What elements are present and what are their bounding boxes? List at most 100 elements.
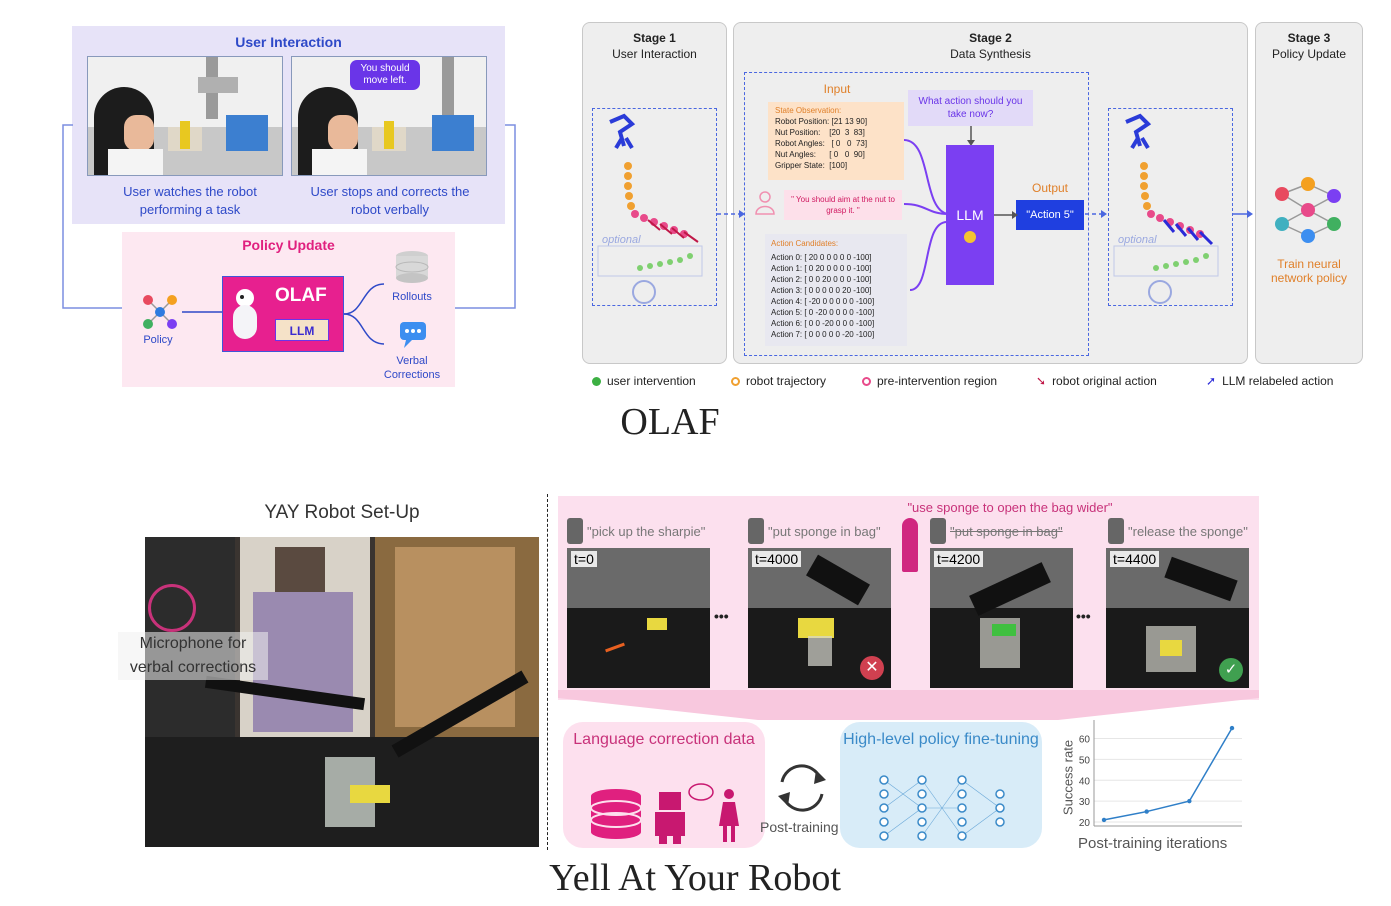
output-value-box: "Action 5"	[1016, 200, 1084, 230]
rollouts-label: Rollouts	[392, 291, 432, 303]
y-axis-label: Success rate	[1060, 739, 1076, 816]
robot-icon-2	[748, 518, 764, 544]
red-arrow-icon: ➘	[1036, 374, 1047, 388]
input-label: Input	[823, 82, 851, 96]
caption-user-watches: User watches the robot performing a task	[123, 184, 257, 217]
stage-connector-arrows	[717, 210, 1253, 218]
stage1-dashed-region	[592, 108, 717, 306]
highlevel-policy-label: High-level policy fine-tuning	[843, 731, 1039, 748]
timestep-2: t=4200	[934, 551, 984, 567]
olaf-loop-connectors	[62, 124, 516, 309]
policy-network-icon	[143, 295, 177, 329]
language-correction-label: Language correction data	[573, 731, 755, 748]
question-box: What action should you take now?	[908, 90, 1033, 126]
stage2-title: Stage 2	[969, 31, 1012, 45]
ellipsis-2: •••	[1076, 608, 1091, 624]
action-row-3: Action 3: [ 0 0 0 0 0 20 -100]	[771, 286, 872, 295]
olaf-character-icon	[231, 289, 259, 341]
action-candidates-box: Action Candidates: Action 0: [ 20 0 0 0 …	[765, 234, 907, 346]
action-row-6: Action 6: [ 0 0 -20 0 0 0 -100]	[771, 319, 875, 328]
state-row-1: Nut Position: [20 3 83]	[775, 128, 865, 137]
optional-label-right: optional	[1118, 234, 1157, 246]
post-training-label: Post-training	[760, 819, 839, 835]
olaf-branches	[344, 283, 385, 345]
action-row-0: Action 0: [ 20 0 0 0 0 0 -100]	[771, 253, 872, 262]
fail-x-icon: ✕	[860, 656, 884, 680]
output-label: Output	[1031, 181, 1069, 195]
microphone-label: Microphone for verbal corrections	[118, 632, 268, 680]
chat-bubble-icon	[400, 322, 426, 348]
legend-robot-original: ➘robot original action	[1036, 374, 1157, 388]
cycle-arrows-icon	[778, 764, 826, 812]
legend-user-intervention: user intervention	[592, 374, 696, 388]
y-tick-label: 60	[1079, 735, 1091, 746]
action-row-1: Action 1: [ 0 20 0 0 0 0 -100]	[771, 264, 872, 273]
x-axis-label: Post-training iterations	[1078, 835, 1228, 852]
action-candidates-title: Action Candidates:	[771, 239, 839, 248]
action-row-5: Action 5: [ 0 -20 0 0 0 0 -100]	[771, 308, 875, 317]
state-row-2: Robot Angles: [ 0 0 73]	[775, 139, 868, 148]
olaf-caption: OLAF	[620, 401, 720, 443]
y-tick-label: 50	[1079, 755, 1091, 766]
stage3-subtitle: Policy Update	[1271, 47, 1347, 61]
timestep-0: t=0	[571, 551, 597, 567]
speech-bubble: You should move left.	[350, 60, 420, 90]
llm-box: LLM	[946, 145, 994, 285]
train-network-label: Train neural network policy	[1270, 257, 1348, 285]
user-icon	[755, 191, 775, 215]
optional-label-left: optional	[602, 234, 641, 246]
question-arrow	[967, 126, 975, 146]
state-observation-title: State Observation:	[775, 106, 842, 115]
blue-arrow-icon: ➚	[1206, 374, 1217, 388]
green-dot-icon	[592, 377, 601, 386]
caption-user-stops: User stops and corrects the robot verbal…	[310, 184, 470, 217]
instruction-0: "pick up the sharpie"	[587, 524, 706, 539]
policy-label: Policy	[143, 334, 173, 346]
data-point	[1229, 725, 1235, 731]
stage3-title: Stage 3	[1287, 31, 1331, 45]
robot-speaking-icon	[655, 783, 739, 844]
database-stack-icon	[590, 789, 642, 839]
frame-t4200: t=4200	[930, 548, 1073, 688]
yay-setup-title: YAY Robot Set-Up	[264, 502, 420, 523]
yay-caption: Yell At Your Robot	[549, 857, 841, 899]
person-icon	[902, 518, 918, 572]
frame-t4000: t=4000 ✕	[748, 548, 891, 688]
instruction-2: "put sponge in bag"	[950, 524, 1063, 539]
database-icon	[395, 251, 429, 283]
pink-dot-icon	[862, 377, 871, 386]
state-row-4: Gripper State: [100]	[775, 161, 848, 170]
action-row-7: Action 7: [ 0 0 0 0 0 -20 -100]	[771, 330, 875, 339]
olaf-title: OLAF	[275, 285, 327, 306]
user-watching-photo	[87, 56, 283, 176]
stage2-subtitle: Data Synthesis	[950, 47, 1031, 61]
timestep-3: t=4400	[1110, 551, 1160, 567]
microphone-highlight-circle	[148, 584, 196, 632]
policy-olaf-connector	[182, 311, 222, 313]
olaf-llm-badge: LLM	[275, 319, 329, 341]
legend-pre-intervention: pre-intervention region	[862, 374, 997, 388]
legend-llm-relabeled: ➚LLM relabeled action	[1206, 374, 1334, 388]
y-tick-label: 20	[1079, 818, 1091, 829]
action-row-4: Action 4: [ -20 0 0 0 0 0 -100]	[771, 297, 875, 306]
instruction-1: "put sponge in bag"	[768, 524, 881, 539]
policy-update-title: Policy Update	[242, 237, 335, 253]
input-to-llm-arrows	[903, 139, 949, 291]
llm-to-output-arrow	[994, 211, 1018, 219]
instruction-3: "release the sponge"	[1128, 524, 1248, 539]
stage3-box	[1255, 22, 1363, 364]
y-tick-label: 40	[1079, 776, 1091, 787]
robot-icon-1	[567, 518, 583, 544]
data-point	[1101, 817, 1107, 823]
user-interaction-panel: User Interaction You should move left. U…	[72, 26, 505, 224]
verbal-corrections-label: Verbal Corrections	[383, 355, 441, 381]
robot-icon-4	[1108, 518, 1124, 544]
neural-network-icon	[1275, 177, 1341, 243]
success-rate-line	[1103, 727, 1233, 821]
state-row-0: Robot Position: [21 13 90]	[775, 117, 868, 126]
legend-robot-trajectory: robot trajectory	[731, 374, 826, 388]
user-quote-box: " You should aim at the nut to grasp it.…	[784, 190, 902, 220]
language-correction-box: Language correction data	[563, 722, 765, 848]
highlevel-policy-box: High-level policy fine-tuning	[840, 722, 1042, 848]
